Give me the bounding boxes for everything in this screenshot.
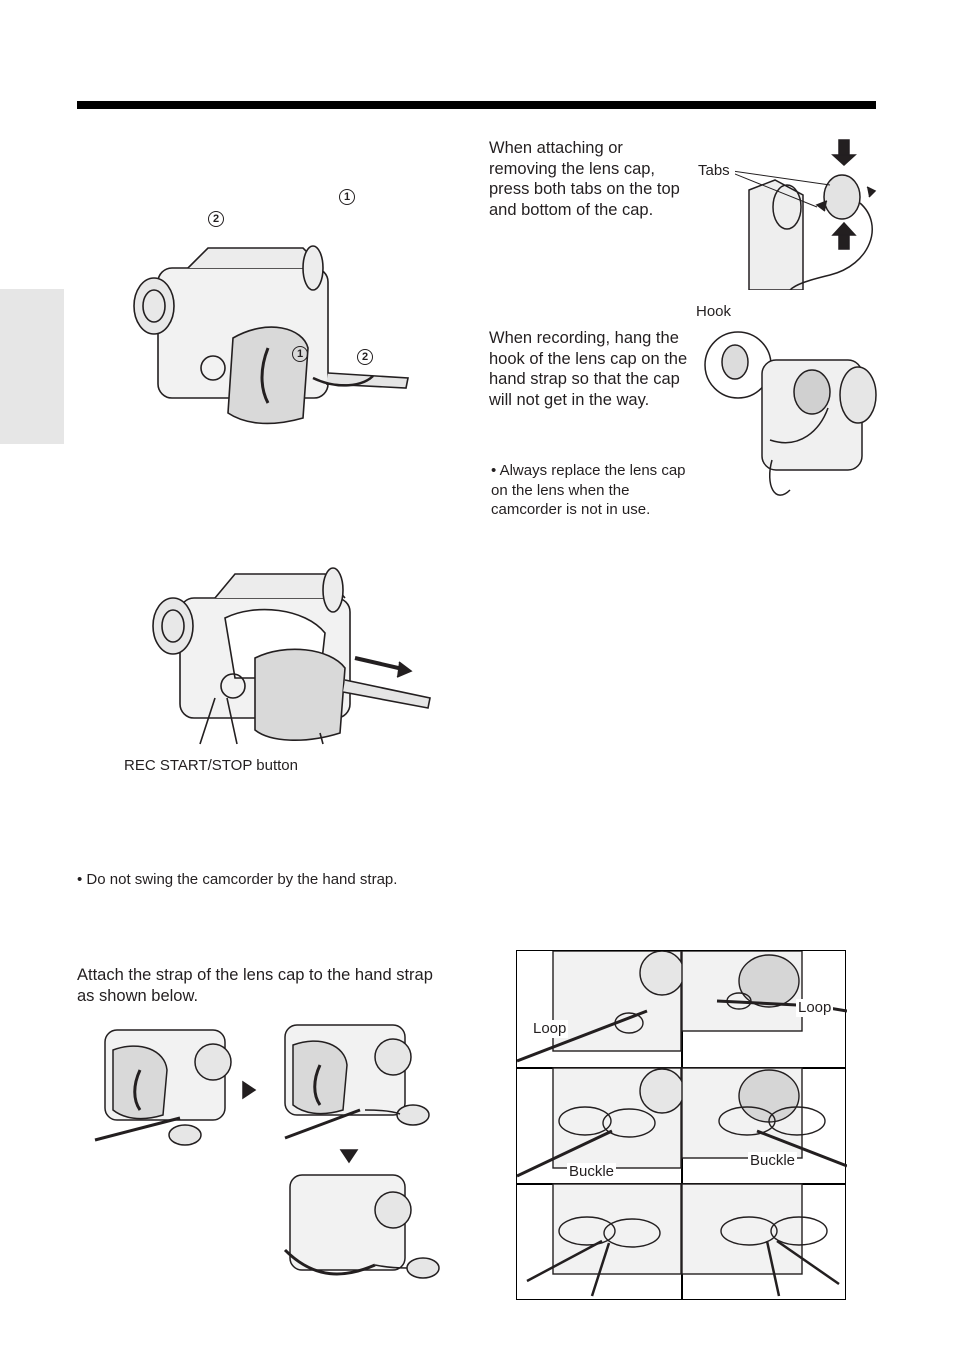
lens-cap-replace-note: • Always replace the lens cap on the len… <box>491 462 686 518</box>
lens-cap-recording-text: When recording, hang the hook of the len… <box>489 329 688 409</box>
hook-label: Hook <box>696 303 732 320</box>
loop-label-left: Loop <box>531 1020 569 1038</box>
camcorder-strap-illustration <box>128 238 413 428</box>
buckle-label-right: Buckle <box>748 1152 798 1170</box>
side-tab <box>0 289 64 444</box>
loop-label-right: Loop <box>796 999 834 1017</box>
attach-strap-text: Attach the strap of the lens cap to the … <box>77 966 433 1005</box>
step-marker-1: 1 <box>339 189 355 205</box>
illus-marker-1: 1 <box>292 346 308 362</box>
illus-marker-2: 2 <box>357 349 373 365</box>
strap-knot-steps-grid: Loop Loop Buckle Buckle <box>516 950 847 1300</box>
step-marker-2: 2 <box>208 211 224 227</box>
lens-cap-attach-text: When attaching or removing the lens cap,… <box>489 139 680 219</box>
lens-cap-tabs-illustration <box>735 135 885 290</box>
hand-holding-camcorder-illustration <box>145 558 435 748</box>
header-rule <box>77 101 876 109</box>
attach-lens-cap-steps-illustration <box>85 1010 450 1290</box>
tabs-label: Tabs <box>698 162 730 179</box>
rec-button-label: REC START/STOP button <box>124 757 298 774</box>
buckle-label-left: Buckle <box>567 1163 617 1181</box>
swing-note: • Do not swing the camcorder by the hand… <box>77 871 398 888</box>
lens-cap-hook-illustration <box>700 320 880 510</box>
strap-knot-illustrations <box>517 951 847 1297</box>
